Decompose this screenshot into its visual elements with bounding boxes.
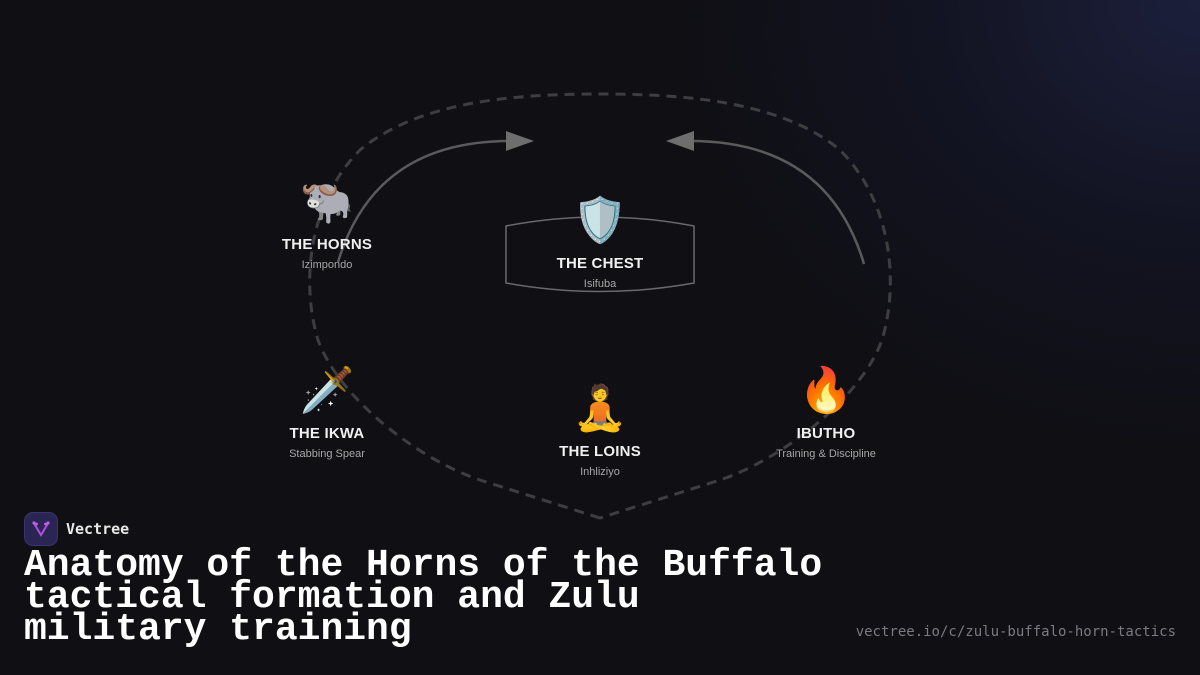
- chest-box: [505, 216, 695, 293]
- node-subtitle: Isifuba: [583, 278, 617, 290]
- node-ibutho: 🔥 IBUTHO Training & Discipline: [726, 365, 926, 460]
- node-subtitle: Inhliziyo: [580, 466, 620, 478]
- vectree-logo-icon: [24, 512, 58, 546]
- left-arrowhead-icon: [506, 131, 534, 151]
- node-horns: 🐃 THE HORNS Izimpondo: [227, 176, 427, 271]
- node-subtitle: Training & Discipline: [776, 448, 876, 460]
- node-chest: 🛡️ THE CHEST Isifuba: [500, 195, 700, 290]
- node-title: THE IKWA: [289, 425, 365, 442]
- node-title: THE LOINS: [559, 443, 641, 460]
- left-horn-arrow: [336, 139, 511, 263]
- fire-icon: 🔥: [798, 366, 854, 415]
- right-horn-arrow: [689, 139, 866, 265]
- formation-outline: [308, 92, 892, 520]
- dagger-icon: 🗡️: [299, 366, 355, 415]
- node-loins: 🧘 THE LOINS Inhliziyo: [500, 383, 700, 478]
- node-title: THE HORNS: [281, 236, 373, 253]
- right-arrowhead-icon: [666, 131, 694, 151]
- page-url: vectree.io/c/zulu-buffalo-horn-tactics: [855, 624, 1176, 640]
- node-subtitle: Stabbing Spear: [289, 448, 365, 460]
- meditation-icon: 🧘: [572, 384, 628, 433]
- buffalo-icon: 🐃: [299, 177, 355, 226]
- brand: Vectree: [24, 512, 129, 546]
- node-title: IBUTHO: [796, 425, 856, 442]
- page-title: Anatomy of the Horns of the Buffalo tact…: [24, 544, 823, 651]
- shield-icon: 🛡️: [572, 196, 628, 245]
- brand-name: Vectree: [66, 520, 130, 538]
- node-subtitle: Izimpondo: [301, 259, 353, 271]
- node-ikwa: 🗡️ THE IKWA Stabbing Spear: [227, 365, 427, 460]
- node-title: THE CHEST: [556, 255, 644, 272]
